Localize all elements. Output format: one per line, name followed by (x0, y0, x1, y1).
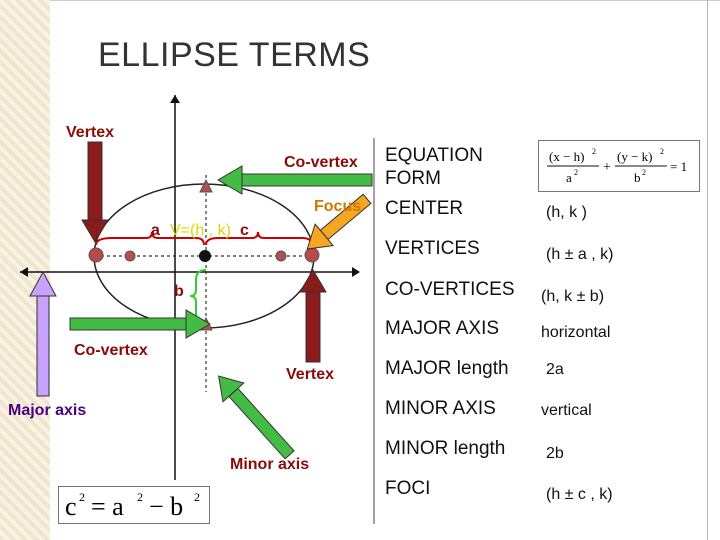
brace-c (205, 231, 313, 246)
term-vertices: VERTICES (385, 238, 480, 259)
co-vertex-bottom-arrow-shaft (69, 317, 187, 331)
svg-text:2: 2 (137, 490, 143, 504)
svg-text:(x − h): (x − h) (549, 149, 585, 164)
b-label: b (174, 283, 184, 300)
term-center: CENTER (385, 198, 464, 219)
y-axis-arrowhead (170, 95, 180, 103)
svg-text:+: + (603, 160, 611, 175)
slide-title: ELLIPSE TERMS (98, 36, 371, 74)
svg-text:c: c (65, 492, 77, 521)
vertex-top-arrow-head (81, 219, 109, 243)
equation-form-formula: (x − h) 2 a 2 + (y − k) 2 b 2 = 1 (538, 140, 700, 192)
term-minor-length: MINOR length (385, 438, 506, 459)
vertex-top-arrow-shaft (87, 141, 103, 221)
svg-text:(y − k): (y − k) (617, 149, 653, 164)
focus-left-point (124, 250, 136, 262)
minor-axis-arrow (218, 375, 295, 460)
focus-arrow (306, 193, 372, 250)
term-co-vertices: CO-VERTICES (385, 279, 515, 300)
a-label: a (151, 222, 160, 239)
term-major-length: MAJOR length (385, 358, 509, 379)
frame-right-line (707, 0, 708, 540)
svg-text:2: 2 (642, 168, 646, 177)
major-axis-arrow-shaft (36, 295, 50, 397)
value-vertices: (h ± a , k) (546, 246, 614, 263)
svg-text:2: 2 (592, 147, 596, 156)
center-point (199, 250, 211, 262)
svg-text:b: b (634, 170, 641, 185)
value-major-axis: horizontal (541, 324, 611, 341)
svg-text:2: 2 (194, 490, 200, 504)
svg-text:− b: − b (149, 492, 183, 521)
vertex-top-label: Vertex (66, 124, 115, 141)
center-label: V=(h , k) (170, 222, 231, 239)
vertex-left-point (88, 247, 104, 263)
x-axis-arrowhead-left (20, 267, 28, 277)
value-foci: (h ± c , k) (546, 486, 613, 503)
focus-right-point (275, 250, 287, 262)
value-major-length: 2a (546, 361, 564, 378)
co-vertex-bottom-arrow-head (185, 309, 211, 339)
vertex-bottom-arrow-shaft (305, 291, 321, 363)
term-foci: FOCI (385, 478, 431, 499)
vertex-bottom-arrow-head (299, 269, 327, 293)
value-co-vertices: (h, k ± b) (541, 288, 605, 305)
term-major-axis: MAJOR AXIS (385, 318, 500, 339)
frame-top-line (50, 0, 720, 1)
svg-text:2: 2 (660, 147, 664, 156)
vertex-right-point (304, 247, 320, 263)
foci-formula: c 2 = a 2 − b 2 (58, 486, 210, 524)
svg-text:a: a (566, 170, 572, 185)
svg-text:= 1: = 1 (670, 159, 687, 174)
major-axis-label: Major axis (8, 402, 87, 419)
co-vertex-bottom-label: Co-vertex (74, 342, 148, 359)
co-vertex-top-arrow-shaft (241, 173, 373, 187)
x-axis-arrowhead (352, 267, 360, 277)
brace-a (95, 231, 205, 246)
value-minor-length: 2b (546, 445, 564, 462)
value-center: (h, k ) (546, 204, 587, 221)
co-vertex-top-label: Co-vertex (284, 154, 358, 171)
term-equation-form: EQUATION FORM (385, 145, 483, 189)
co-vertex-top-point (199, 178, 213, 193)
svg-text:2: 2 (79, 490, 85, 504)
svg-text:= a: = a (91, 492, 124, 521)
term-minor-axis: MINOR AXIS (385, 398, 496, 419)
value-minor-axis: vertical (541, 402, 592, 419)
focus-label: Focus (314, 198, 362, 215)
major-axis-arrow-head (29, 270, 57, 297)
c-label: c (240, 222, 249, 239)
svg-text:2: 2 (574, 168, 578, 177)
vertex-bottom-label: Vertex (286, 366, 335, 383)
minor-axis-label: Minor axis (230, 456, 310, 473)
co-vertex-top-arrow-head (217, 165, 243, 195)
